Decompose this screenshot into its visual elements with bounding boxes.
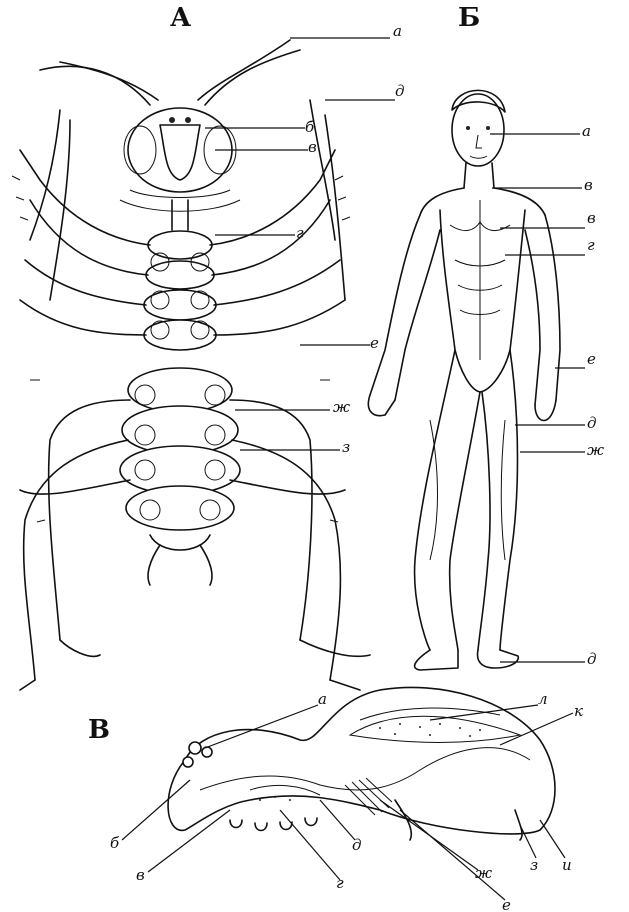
panel-a-label: з xyxy=(342,438,350,456)
panel-b-label: е xyxy=(587,350,596,368)
panel-b-label: г xyxy=(587,236,595,254)
panel-v-label: г xyxy=(336,874,344,892)
panel-a-label: а xyxy=(393,22,402,40)
panel-b-title: Б xyxy=(458,3,480,33)
panel-v-label: д xyxy=(352,836,362,854)
panel-a-label: г xyxy=(296,224,304,242)
panel-v-label: и xyxy=(562,856,572,874)
panel-v-label: з xyxy=(530,856,538,874)
panel-v-label: е xyxy=(502,896,511,912)
panel-v-title: В xyxy=(88,715,110,745)
panel-b-label: д xyxy=(587,414,597,432)
panel-v-label: к xyxy=(574,702,583,720)
panel-b-label: ж xyxy=(587,441,604,459)
panel-b-human-drawing xyxy=(368,90,585,670)
panel-v-label: а xyxy=(318,690,327,708)
panel-a-label: ж xyxy=(333,398,350,416)
panel-b-label: в xyxy=(584,176,593,194)
panel-a-label: в xyxy=(308,138,317,156)
panel-a-label: д xyxy=(395,82,405,100)
panel-b-label: в xyxy=(587,209,596,227)
panel-v-label: б xyxy=(110,834,120,852)
panel-v-mollusc-drawing xyxy=(122,687,573,900)
panel-v-label: в xyxy=(136,866,145,884)
panel-a-title: А xyxy=(170,3,191,33)
panel-b-label: а xyxy=(582,122,591,140)
panel-a-label: б xyxy=(305,118,315,136)
panel-a-insect-drawing xyxy=(12,38,395,690)
panel-v-label: л xyxy=(538,690,548,708)
panel-b-label: д xyxy=(587,650,597,668)
panel-v-label: ж xyxy=(475,864,492,882)
panel-a-label: е xyxy=(370,334,379,352)
